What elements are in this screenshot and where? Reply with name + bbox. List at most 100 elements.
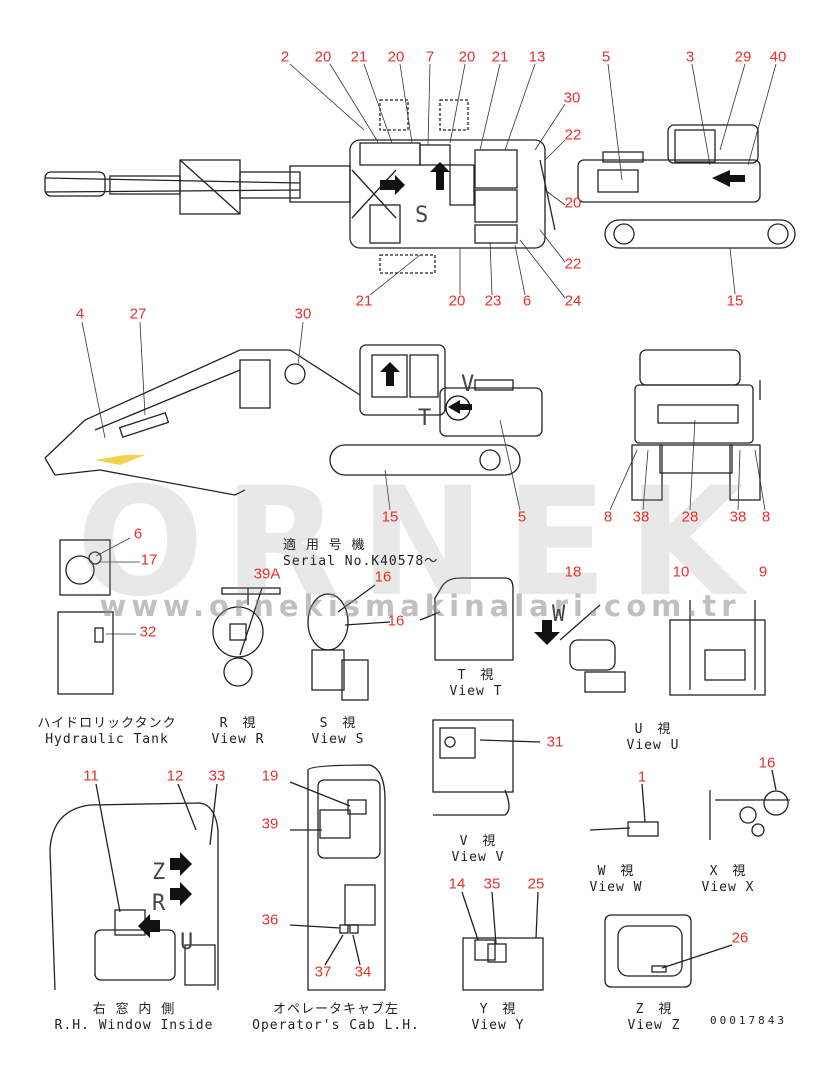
- caption-jp: オペレータキャブ左: [272, 1002, 399, 1017]
- caption-en: View X: [701, 880, 755, 895]
- callout-c-22a: 22: [564, 126, 582, 144]
- callout-c-13: 13: [528, 48, 546, 66]
- view-v-drawing: [432, 719, 541, 816]
- callout-c-14: 14: [448, 875, 466, 893]
- view-w-drawing: [589, 783, 659, 837]
- callout-c-38a: 38: [632, 508, 650, 526]
- view-z-drawing: [604, 914, 733, 988]
- caption-en: View Y: [471, 1018, 525, 1033]
- view-y-drawing: [461, 891, 544, 991]
- caption-en: Serial No.K40578～: [283, 554, 439, 569]
- callout-c-6a: 6: [522, 292, 532, 310]
- caption-en: View R: [211, 732, 265, 747]
- callout-c-9: 9: [758, 563, 768, 581]
- callout-c-21a: 21: [350, 48, 368, 66]
- callout-c-26: 26: [731, 929, 749, 947]
- top-view-machine: [44, 99, 556, 274]
- watermark-url: www.ornekismakinalari.com.tr: [99, 589, 741, 623]
- caption-en: Hydraulic Tank: [45, 732, 169, 747]
- callout-c-29: 29: [734, 48, 752, 66]
- callout-c-20c: 20: [458, 48, 476, 66]
- caption-jp: 右 窓 内 側: [92, 1002, 176, 1017]
- callout-c-15a: 15: [726, 292, 744, 310]
- document-code: 00017843: [710, 1014, 787, 1027]
- caption-en: View V: [451, 850, 505, 865]
- callout-c-2: 2: [280, 48, 290, 66]
- caption-en: View T: [449, 684, 503, 699]
- caption-jp: V 視: [459, 834, 497, 849]
- side-view-left: [44, 344, 543, 496]
- caption-jp: W 視: [597, 864, 635, 879]
- callout-c-3: 3: [685, 48, 695, 66]
- caption-jp: R 視: [219, 716, 257, 731]
- callout-c-28: 28: [681, 508, 699, 526]
- view-letter-R: R: [152, 891, 166, 916]
- callout-c-21c: 21: [355, 292, 373, 310]
- view-letter-T: T: [418, 406, 432, 431]
- callout-c-37: 37: [314, 963, 332, 981]
- callout-c-12: 12: [166, 767, 184, 785]
- callout-c-5b: 5: [517, 508, 527, 526]
- callout-c-19: 19: [261, 767, 279, 785]
- callout-c-36: 36: [261, 911, 279, 929]
- view-letter-W: W: [552, 602, 566, 627]
- callout-c-8b: 8: [761, 508, 771, 526]
- caption-en: View Z: [627, 1018, 681, 1033]
- caption-en: View U: [626, 738, 680, 753]
- view-letter-S: S: [415, 203, 429, 228]
- callout-c-5a: 5: [601, 48, 611, 66]
- callout-c-16c: 16: [758, 754, 776, 772]
- callout-c-4: 4: [75, 305, 85, 323]
- callout-c-8a: 8: [603, 508, 613, 526]
- callout-c-10: 10: [672, 563, 690, 581]
- callout-c-20a: 20: [314, 48, 332, 66]
- view-x-drawing: [709, 769, 790, 840]
- callout-c-32: 32: [139, 623, 157, 641]
- callout-c-39: 39: [261, 815, 279, 833]
- caption-jp: 適 用 号 機: [283, 538, 366, 553]
- caption-en: Operator's Cab L.H.: [252, 1018, 420, 1033]
- callout-c-11: 11: [83, 767, 99, 785]
- callout-c-31: 31: [546, 733, 564, 751]
- caption-en: R.H. Window Inside: [54, 1018, 214, 1033]
- callout-c-18: 18: [564, 563, 582, 581]
- callout-c-30b: 30: [294, 305, 312, 323]
- callout-c-39A: 39A: [253, 565, 281, 583]
- callout-c-33: 33: [208, 767, 226, 785]
- view-s-drawing: [307, 584, 391, 701]
- view-letter-V: V: [461, 372, 475, 397]
- caption-jp: X 視: [709, 864, 747, 879]
- caption-jp: S 視: [319, 716, 357, 731]
- view-t-drawing: [419, 577, 514, 661]
- callout-c-35: 35: [483, 875, 501, 893]
- caption-en: View S: [311, 732, 365, 747]
- rh-window-drawing: [49, 783, 219, 991]
- callout-c-25: 25: [527, 875, 545, 893]
- callout-c-7: 7: [425, 48, 435, 66]
- callout-c-1: 1: [637, 768, 647, 786]
- callout-c-20b: 20: [387, 48, 405, 66]
- callout-c-20d: 20: [564, 194, 582, 212]
- callout-c-34: 34: [354, 963, 372, 981]
- view-letter-Z: Z: [152, 860, 166, 885]
- caption-jp: U 視: [634, 722, 672, 737]
- view-u-drawing: [534, 600, 766, 696]
- view-letter-U: U: [180, 930, 194, 955]
- rear-view: [631, 349, 761, 501]
- callout-c-21b: 21: [491, 48, 509, 66]
- callout-c-16a: 16: [374, 568, 392, 586]
- callout-c-24: 24: [564, 292, 582, 310]
- callout-c-17: 17: [140, 551, 158, 569]
- callout-c-22b: 22: [564, 255, 582, 273]
- caption-jp: T 視: [457, 668, 495, 683]
